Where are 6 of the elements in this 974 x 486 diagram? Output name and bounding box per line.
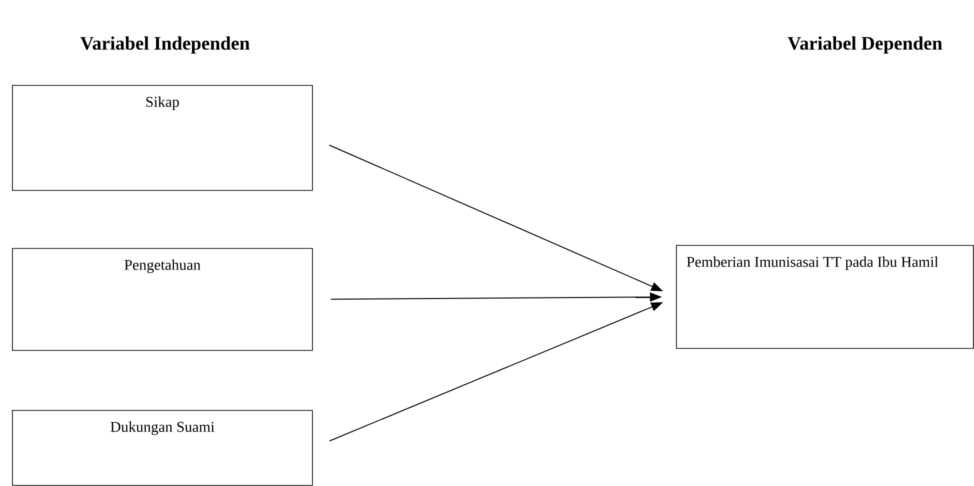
text-box: Dukungan Suami [12,410,313,486]
text-box: Pemberian Imunisasai TT pada Ibu Hamil [676,244,974,349]
text-box: Sikap [12,85,313,191]
heading: Variabel Dependen [788,36,942,54]
text-box: Pengetahuan [12,248,313,351]
heading: Variabel Independen [80,36,250,54]
